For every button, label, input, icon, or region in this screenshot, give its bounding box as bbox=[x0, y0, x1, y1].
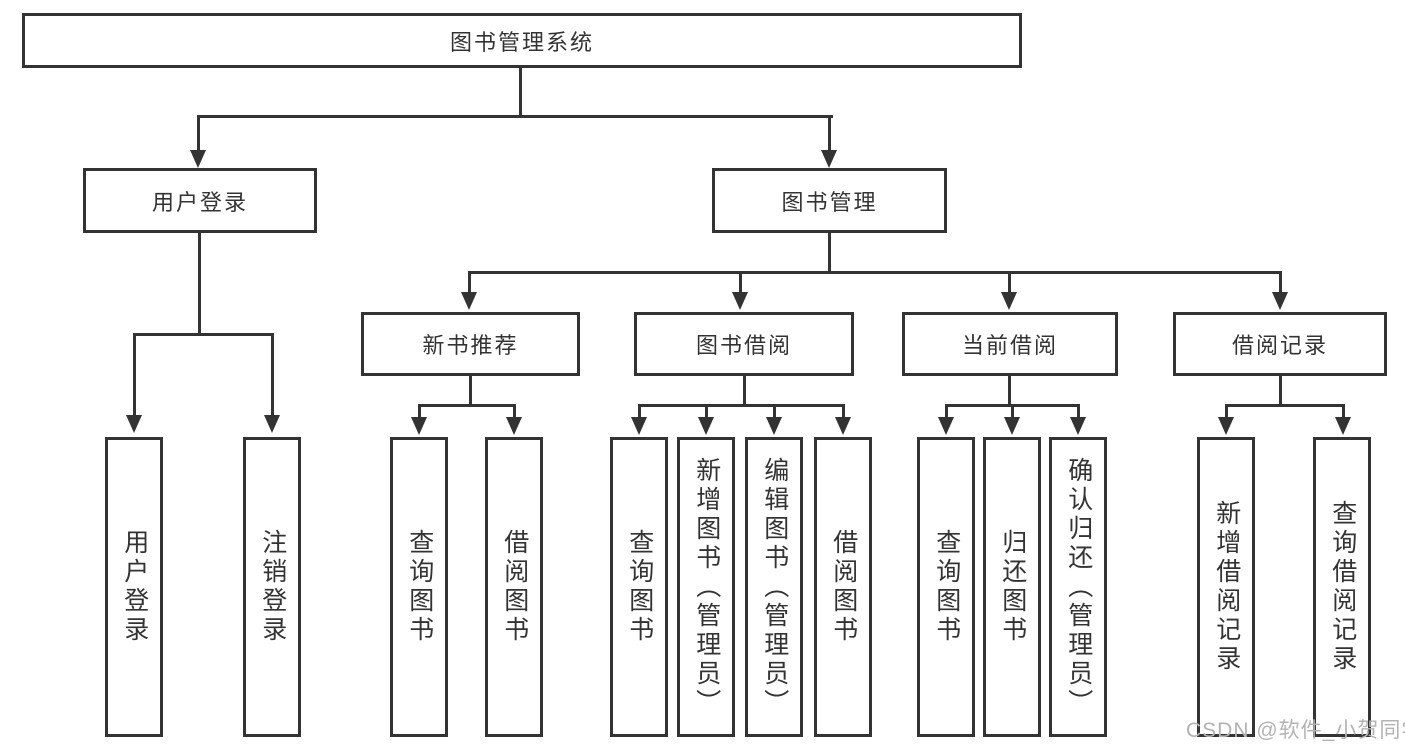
leaf-confirm-return-admin: 确认归还（管理员） bbox=[1049, 437, 1107, 737]
connector-line bbox=[133, 333, 136, 416]
leaf-user-login: 用户登录 bbox=[105, 437, 163, 737]
connector-line bbox=[468, 271, 1282, 274]
leaf-add-borrow-record: 新增借阅记录 bbox=[1197, 437, 1255, 737]
arrow-down-icon bbox=[506, 417, 522, 435]
arrow-down-icon bbox=[126, 415, 142, 433]
connector-line bbox=[1011, 404, 1014, 418]
node-user-login: 用户登录 bbox=[83, 168, 317, 233]
connector-line bbox=[418, 404, 516, 407]
leaf-confirm-return-admin-label: 确认归还（管理员） bbox=[1064, 456, 1093, 718]
arrow-down-icon bbox=[938, 417, 954, 435]
connector-line bbox=[197, 115, 833, 118]
node-current-borrowing: 当前借阅 bbox=[902, 312, 1118, 376]
arrow-down-icon bbox=[766, 417, 782, 435]
connector-line bbox=[1077, 404, 1080, 418]
connector-line bbox=[773, 404, 776, 418]
connector-line bbox=[1279, 376, 1282, 406]
connector-line bbox=[519, 68, 522, 117]
connector-line bbox=[638, 404, 641, 418]
leaf-return-books-label: 归还图书 bbox=[998, 529, 1027, 645]
leaf-query-books-borrowing-label: 查询图书 bbox=[625, 529, 654, 645]
leaf-logout: 注销登录 bbox=[243, 437, 301, 737]
connector-line bbox=[418, 404, 421, 418]
connector-line bbox=[828, 115, 831, 151]
node-user-login-label: 用户登录 bbox=[151, 189, 248, 215]
leaf-user-login-label: 用户登录 bbox=[120, 529, 149, 645]
connector-line bbox=[133, 333, 274, 336]
connector-line bbox=[945, 404, 948, 418]
node-book-management: 图书管理 bbox=[712, 168, 947, 233]
connector-line bbox=[828, 233, 831, 273]
connector-line bbox=[1342, 404, 1345, 418]
node-book-borrowing-label: 图书借阅 bbox=[695, 333, 792, 358]
leaf-edit-book-admin: 编辑图书（管理员） bbox=[745, 437, 803, 737]
leaf-query-books-current: 查询图书 bbox=[917, 437, 975, 737]
arrow-down-icon bbox=[1218, 417, 1234, 435]
leaf-query-books-recommend-label: 查询图书 bbox=[405, 529, 434, 645]
leaf-add-book-admin: 新增图书（管理员） bbox=[677, 437, 735, 737]
arrow-down-icon bbox=[1001, 292, 1017, 310]
node-book-management-label: 图书管理 bbox=[781, 189, 878, 215]
leaf-borrow-books-borrowing: 借阅图书 bbox=[814, 437, 872, 737]
arrow-down-icon bbox=[821, 150, 837, 168]
connector-line bbox=[513, 404, 516, 418]
arrow-down-icon bbox=[411, 417, 427, 435]
leaf-query-books-current-label: 查询图书 bbox=[932, 529, 961, 645]
connector-line bbox=[1279, 271, 1282, 293]
arrow-down-icon bbox=[1070, 417, 1086, 435]
arrow-down-icon bbox=[1272, 292, 1288, 310]
leaf-add-borrow-record-label: 新增借阅记录 bbox=[1212, 500, 1241, 674]
watermark: CSDN @软件_小贺同学 bbox=[1186, 719, 1405, 742]
arrow-down-icon bbox=[698, 417, 714, 435]
node-borrowing-records-label: 借阅记录 bbox=[1231, 333, 1328, 358]
connector-line bbox=[638, 404, 845, 407]
connector-line bbox=[739, 271, 742, 293]
connector-line bbox=[743, 376, 746, 406]
leaf-query-borrow-record-label: 查询借阅记录 bbox=[1328, 500, 1357, 674]
arrow-down-icon bbox=[835, 417, 851, 435]
leaf-borrow-books-recommend-label: 借阅图书 bbox=[500, 529, 529, 645]
leaf-query-books-recommend: 查询图书 bbox=[390, 437, 448, 737]
connector-line bbox=[198, 233, 201, 335]
node-new-book-recommend: 新书推荐 bbox=[361, 312, 580, 376]
leaf-edit-book-admin-label: 编辑图书（管理员） bbox=[760, 456, 789, 718]
arrow-down-icon bbox=[461, 292, 477, 310]
leaf-borrow-books-recommend: 借阅图书 bbox=[485, 437, 543, 737]
node-borrowing-records: 借阅记录 bbox=[1173, 312, 1387, 376]
arrow-down-icon bbox=[631, 417, 647, 435]
connector-line bbox=[1008, 376, 1011, 406]
leaf-query-borrow-record: 查询借阅记录 bbox=[1313, 437, 1371, 737]
connector-line bbox=[468, 271, 471, 293]
leaf-borrow-books-borrowing-label: 借阅图书 bbox=[829, 529, 858, 645]
node-book-borrowing: 图书借阅 bbox=[634, 312, 854, 376]
node-current-borrowing-label: 当前借阅 bbox=[961, 333, 1058, 358]
arrow-down-icon bbox=[732, 292, 748, 310]
leaf-add-book-admin-label: 新增图书（管理员） bbox=[692, 456, 721, 718]
leaf-query-books-borrowing: 查询图书 bbox=[610, 437, 668, 737]
connector-line bbox=[705, 404, 708, 418]
node-new-book-recommend-label: 新书推荐 bbox=[422, 333, 519, 358]
arrow-down-icon bbox=[190, 150, 206, 168]
connector-line bbox=[197, 115, 200, 151]
leaf-logout-label: 注销登录 bbox=[258, 529, 287, 645]
connector-line bbox=[1225, 404, 1228, 418]
arrow-down-icon bbox=[1335, 417, 1351, 435]
connector-line bbox=[469, 376, 472, 406]
arrow-down-icon bbox=[264, 415, 280, 433]
node-root: 图书管理系统 bbox=[22, 13, 1022, 68]
leaf-return-books: 归还图书 bbox=[983, 437, 1041, 737]
arrow-down-icon bbox=[1004, 417, 1020, 435]
connector-line bbox=[271, 333, 274, 416]
connector-line bbox=[1008, 271, 1011, 293]
node-root-label: 图书管理系统 bbox=[449, 29, 594, 55]
connector-line bbox=[1225, 404, 1344, 407]
connector-line bbox=[842, 404, 845, 418]
